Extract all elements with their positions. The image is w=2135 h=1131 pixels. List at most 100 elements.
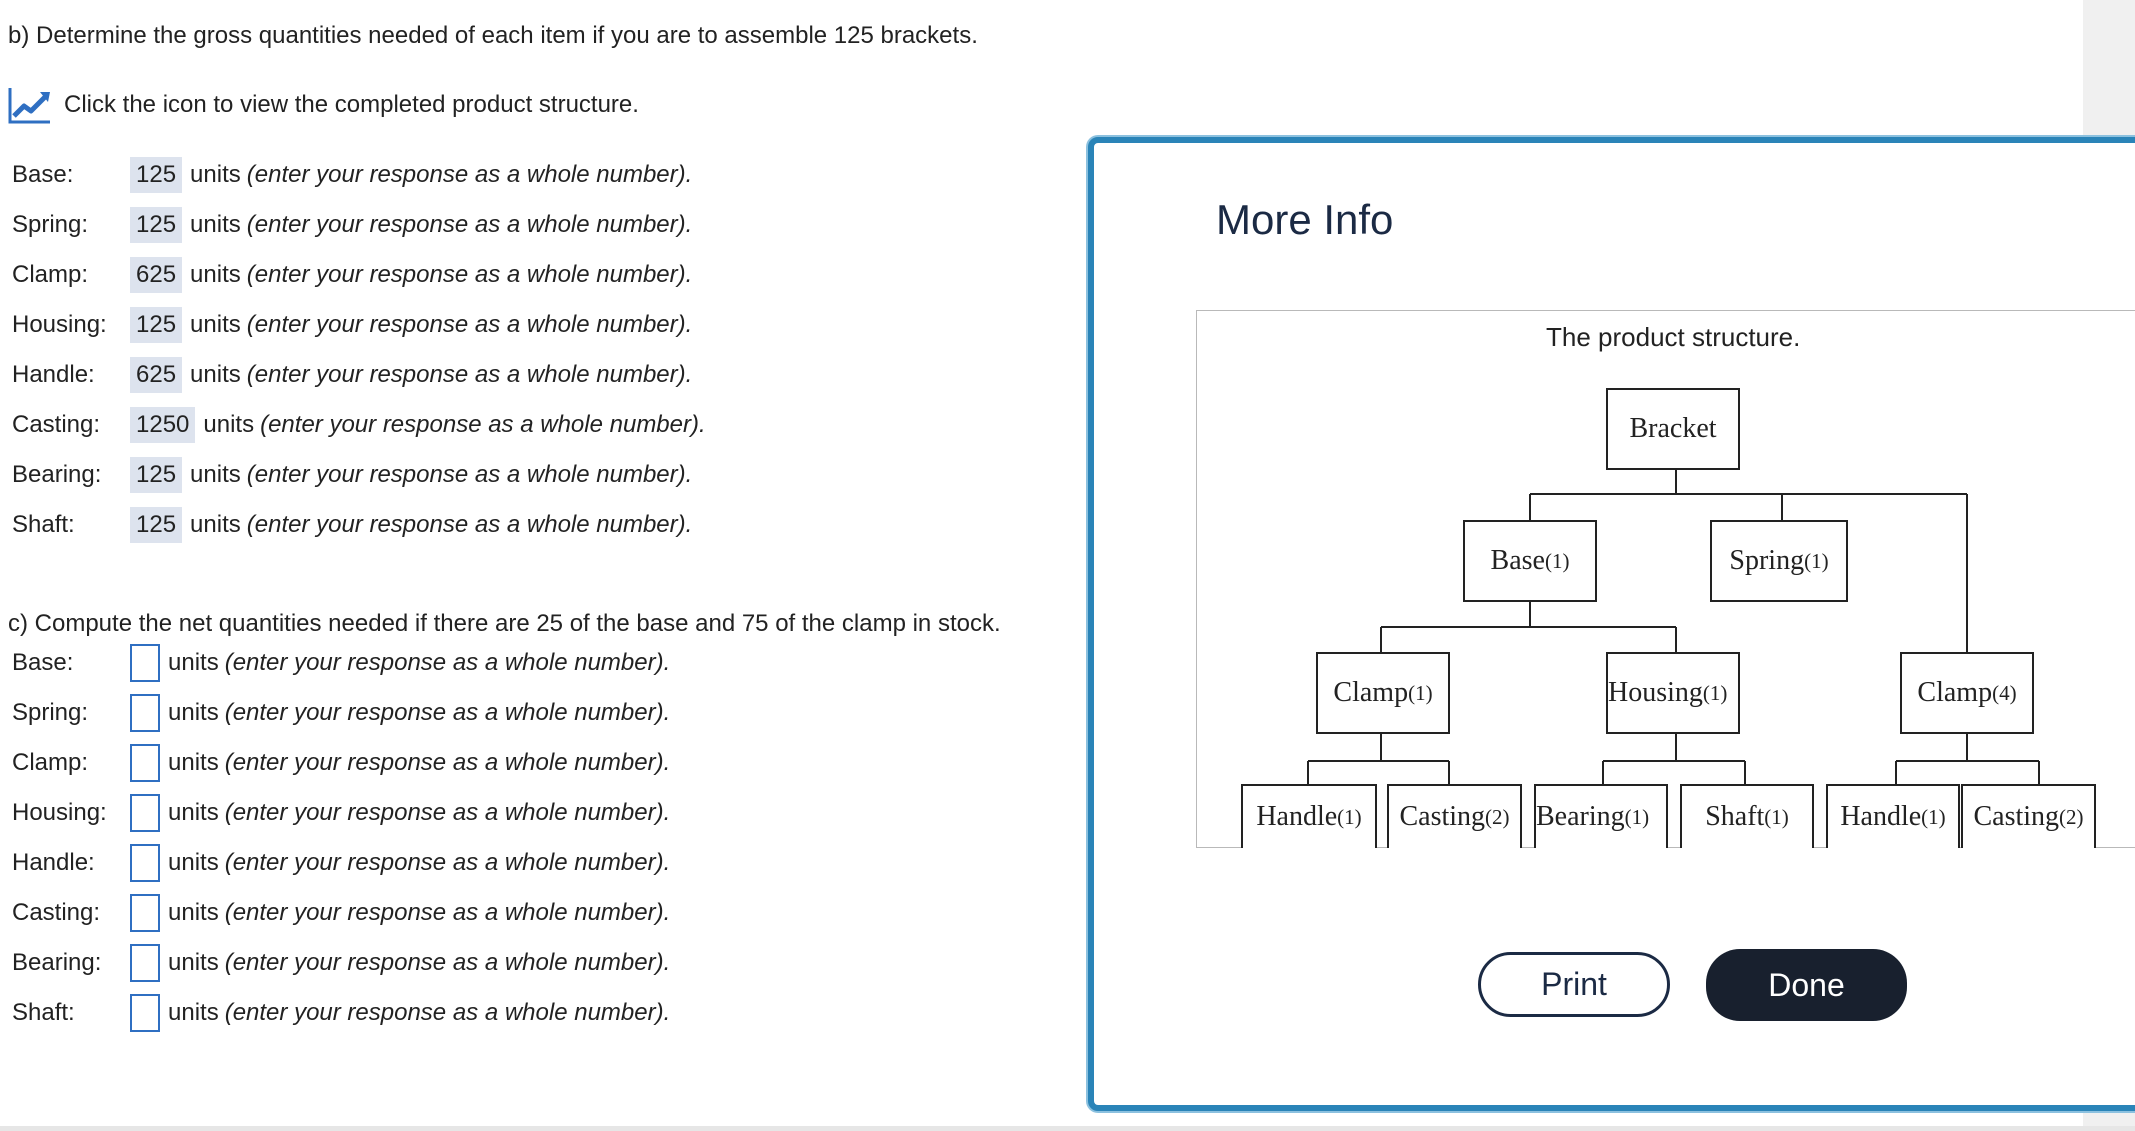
part_b-row: Handle: 625 units(enter your response as a…: [12, 355, 692, 395]
chart-line-icon[interactable]: [8, 86, 52, 124]
units-label: units: [190, 311, 241, 338]
units-label: units: [190, 461, 241, 488]
item-label: Housing:: [12, 799, 107, 826]
figure-caption: The product structure.: [1546, 322, 1801, 352]
part-c-prompt: c) Compute the net quantities needed if …: [8, 610, 1001, 637]
answer-value[interactable]: 125: [130, 507, 183, 543]
bottom-divider: [0, 1126, 2135, 1131]
input-hint: (enter your response as a whole number).: [224, 899, 671, 926]
node-spring: Spring(1): [1710, 520, 1848, 602]
units-label: units: [190, 211, 241, 238]
item-label: Clamp:: [12, 261, 89, 288]
units-label: units: [168, 949, 219, 976]
item-label: Shaft:: [12, 999, 75, 1026]
answer-input[interactable]: [130, 794, 160, 832]
input-hint: (enter your response as a whole number).: [246, 311, 693, 338]
answer-value[interactable]: 125: [130, 457, 183, 493]
part_c-row: Shaft: units(enter your response as a who…: [12, 993, 670, 1033]
answer-input[interactable]: [130, 844, 160, 882]
node-clamp-1: Clamp(1): [1316, 652, 1450, 734]
units-label: units: [190, 261, 241, 288]
node-housing: Housing(1): [1606, 652, 1740, 734]
part_b-row: Housing: 125 units(enter your response as …: [12, 305, 692, 345]
part_c-row: Base: units(enter your response as a whol…: [12, 643, 670, 683]
node-handle-1: Handle(1): [1241, 784, 1377, 848]
product-structure-link[interactable]: Click the icon to view the completed pro…: [8, 86, 639, 124]
answer-input[interactable]: [130, 644, 160, 682]
input-hint: (enter your response as a whole number).: [246, 461, 693, 488]
units-label: units: [168, 849, 219, 876]
item-label: Spring:: [12, 211, 89, 238]
part_b-row: Bearing: 125 units(enter your response as …: [12, 455, 692, 495]
part-b-prompt: b) Determine the gross quantities needed…: [8, 22, 978, 49]
item-label: Bearing:: [12, 949, 102, 976]
answer-input[interactable]: [130, 994, 160, 1032]
part_b-row: Clamp: 625 units(enter your response as a …: [12, 255, 692, 295]
item-label: Shaft:: [12, 511, 75, 538]
done-button[interactable]: Done: [1706, 949, 1907, 1021]
node-shaft: Shaft(1): [1680, 784, 1814, 848]
units-label: units: [190, 361, 241, 388]
item-label: Bearing:: [12, 461, 102, 488]
units-label: units: [190, 161, 241, 188]
input-hint: (enter your response as a whole number).: [224, 999, 671, 1026]
units-label: units: [203, 411, 255, 438]
answer-input[interactable]: [130, 944, 160, 982]
input-hint: (enter your response as a whole number).: [224, 749, 671, 776]
answer-value[interactable]: 125: [130, 307, 183, 343]
part_c-row: Bearing: units(enter your response as a w…: [12, 943, 670, 983]
part_c-row: Casting: units(enter your response as a w…: [12, 893, 670, 933]
item-label: Casting:: [12, 411, 101, 438]
answer-value[interactable]: 125: [130, 157, 183, 193]
units-label: units: [190, 511, 241, 538]
node-clamp-4: Clamp(4): [1900, 652, 2034, 734]
units-label: units: [168, 649, 219, 676]
node-handle-2: Handle(1): [1826, 784, 1960, 848]
input-hint: (enter your response as a whole number).: [246, 361, 693, 388]
node-bracket: Bracket: [1606, 388, 1740, 470]
part_b-row: Casting: 1250 units(enter your response as…: [12, 405, 706, 445]
answer-input[interactable]: [130, 694, 160, 732]
input-hint: (enter your response as a whole number).: [260, 411, 706, 438]
input-hint: (enter your response as a whole number).: [224, 699, 671, 726]
units-label: units: [168, 799, 219, 826]
node-casting-2: Casting(2): [1961, 784, 2096, 848]
input-hint: (enter your response as a whole number).: [224, 649, 671, 676]
item-label: Casting:: [12, 899, 101, 926]
item-label: Base:: [12, 161, 74, 188]
print-button[interactable]: Print: [1478, 952, 1670, 1017]
part_b-row: Base: 125 units(enter your response as a w…: [12, 155, 692, 195]
answer-input[interactable]: [130, 744, 160, 782]
input-hint: (enter your response as a whole number).: [224, 949, 671, 976]
item-label: Housing:: [12, 311, 107, 338]
units-label: units: [168, 899, 219, 926]
units-label: units: [168, 999, 219, 1026]
node-casting-1: Casting(2): [1387, 784, 1522, 848]
input-hint: (enter your response as a whole number).: [246, 261, 693, 288]
item-label: Handle:: [12, 849, 95, 876]
item-label: Spring:: [12, 699, 89, 726]
answer-value[interactable]: 125: [130, 207, 183, 243]
product-structure-link-text[interactable]: Click the icon to view the completed pro…: [64, 91, 639, 118]
part_b-row: Spring: 125 units(enter your response as a…: [12, 205, 692, 245]
input-hint: (enter your response as a whole number).: [246, 511, 693, 538]
units-label: units: [168, 749, 219, 776]
units-label: units: [168, 699, 219, 726]
part_b-row: Shaft: 125 units(enter your response as a …: [12, 505, 692, 545]
node-base: Base(1): [1463, 520, 1597, 602]
answer-input[interactable]: [130, 894, 160, 932]
input-hint: (enter your response as a whole number).: [246, 161, 693, 188]
part_c-row: Housing: units(enter your response as a w…: [12, 793, 670, 833]
answer-value[interactable]: 1250: [130, 407, 196, 443]
part_c-row: Clamp:units(enter your response as a who…: [12, 743, 670, 783]
item-label: Handle:: [12, 361, 95, 388]
item-label: Base:: [12, 649, 74, 676]
input-hint: (enter your response as a whole number).: [224, 849, 671, 876]
input-hint: (enter your response as a whole number).: [246, 211, 693, 238]
input-hint: (enter your response as a whole number).: [224, 799, 671, 826]
node-bearing: Bearing(1): [1534, 784, 1668, 848]
answer-value[interactable]: 625: [130, 257, 183, 293]
part_c-row: Handle: units(enter your response as a wh…: [12, 843, 670, 883]
answer-value[interactable]: 625: [130, 357, 183, 393]
